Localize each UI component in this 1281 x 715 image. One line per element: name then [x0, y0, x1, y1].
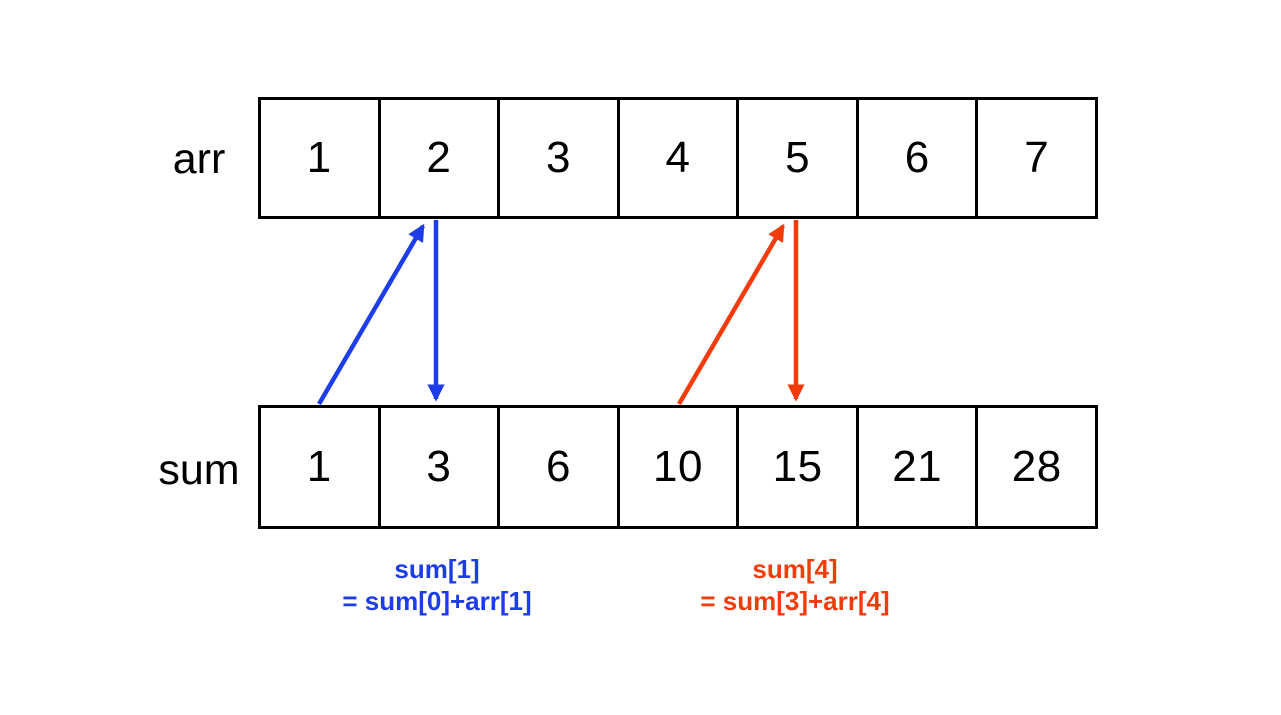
formula-sum1: sum[1] = sum[0]+arr[1] — [342, 553, 531, 617]
sum-cell-3: 10 — [620, 408, 740, 526]
sum-cell-6: 28 — [1011, 442, 1062, 491]
formula-sum4-line1: sum[4] — [752, 554, 838, 584]
sum-cell-1: 3 — [381, 408, 501, 526]
formula-sum1-line2: = sum[0]+arr[1] — [342, 586, 532, 616]
sum-row-label: sum — [158, 446, 240, 494]
arr-cell-4: 5 — [739, 100, 859, 216]
arrow-sum3-to-arr4 — [677, 223, 785, 406]
sum-array-row: 1 3 6 10 15 21 28 — [258, 405, 1098, 529]
arr-cell-2: 3 — [500, 100, 620, 216]
formula-sum4: sum[4] = sum[3]+arr[4] — [700, 553, 889, 617]
formula-sum4-line2: = sum[3]+arr[4] — [700, 586, 890, 616]
arr-array-row: 1 2 3 4 5 6 7 — [258, 97, 1098, 219]
arr-cell-0: 1 — [261, 100, 381, 216]
arr-row-label: arr — [172, 135, 226, 183]
sum-cell-0: 1 — [261, 408, 381, 526]
sum-cell-5: 21 — [859, 408, 979, 526]
arr-cell-6: 7 — [1024, 133, 1050, 182]
arr-cell-3: 4 — [620, 100, 740, 216]
sum-cell-4: 15 — [739, 408, 859, 526]
arr-cell-1: 2 — [381, 100, 501, 216]
sum-cell-2: 6 — [500, 408, 620, 526]
formula-sum1-line1: sum[1] — [394, 554, 480, 584]
arr-cell-5: 6 — [859, 100, 979, 216]
arrow-sum0-to-arr1 — [317, 223, 425, 406]
